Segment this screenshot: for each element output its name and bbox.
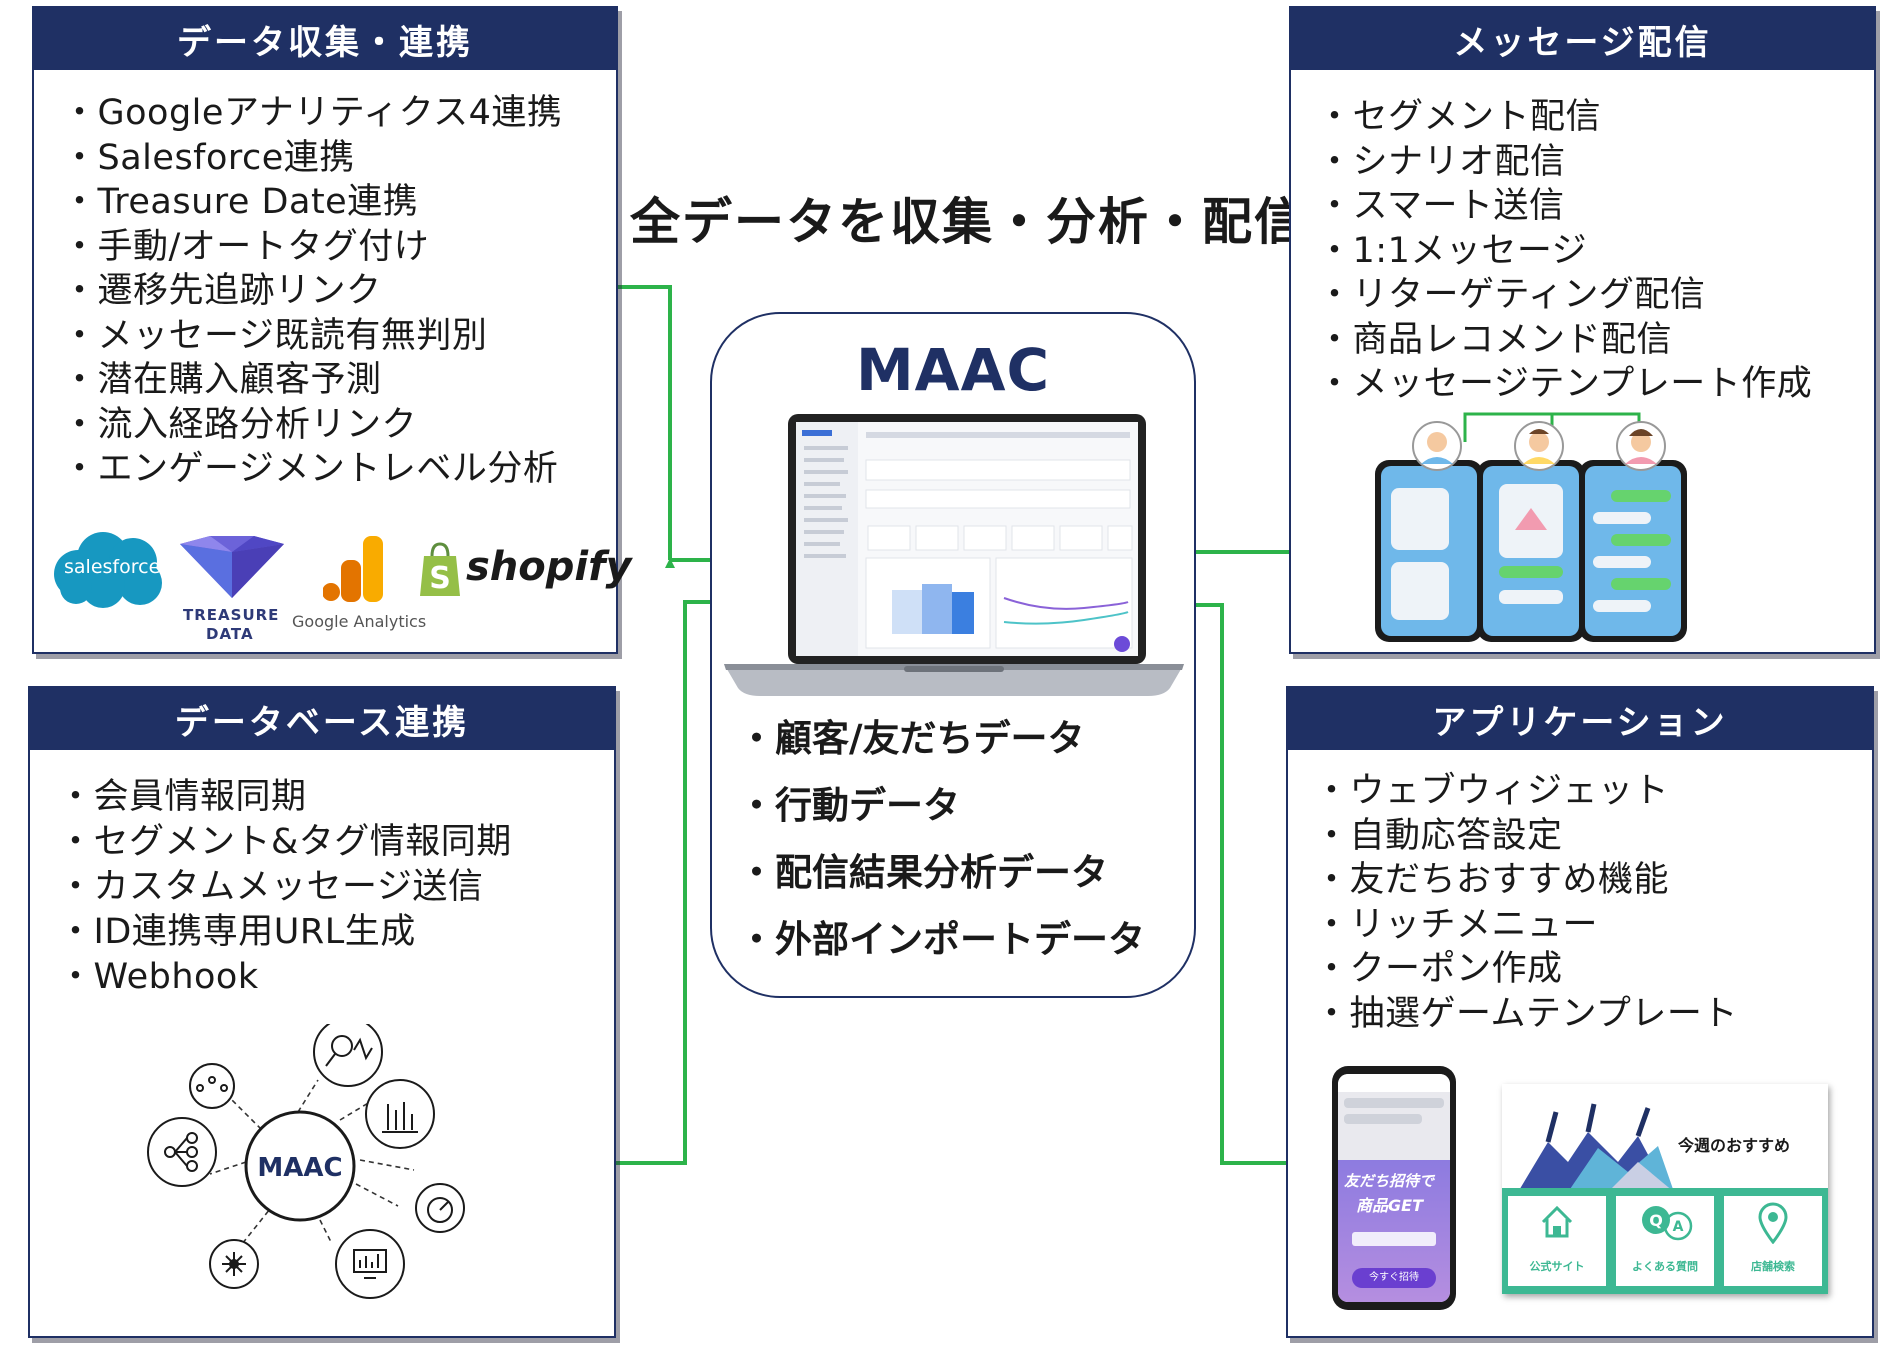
google-analytics-logo: [323, 536, 383, 602]
rich-menu-mockup: 今週のおすすめ 公式サイト Q A よくある質問: [1502, 1084, 1828, 1294]
maac-hub-diagram: MAAC: [147, 1024, 465, 1299]
list-item: 手動/オートタグ付け: [62, 229, 562, 275]
list-item: スマート送信: [1317, 189, 1812, 234]
home-icon: [1541, 1205, 1573, 1238]
list-item: 商品レコメンド配信: [1317, 322, 1812, 368]
list-item: 行動データ: [738, 787, 1145, 854]
list-item: セグメント配信: [1317, 100, 1812, 145]
map-pin-icon: [1758, 1202, 1788, 1244]
menu-item-label: 公式サイト: [1529, 1260, 1585, 1273]
feature-list: セグメント配信 シナリオ配信 スマート送信 1:1メッセージ リターゲティング配…: [1317, 100, 1812, 412]
maac-data-list: 顧客/友だちデータ 行動データ 配信結果分析データ 外部インポートデータ: [738, 720, 1145, 988]
maac-title: MAAC: [855, 336, 1051, 404]
list-item: 会員情報同期: [58, 780, 512, 825]
menu-title: 今週のおすすめ: [1678, 1136, 1791, 1155]
menu-item-store-search[interactable]: 店舗検索: [1724, 1196, 1822, 1286]
list-item: 自動応答設定: [1314, 818, 1738, 864]
bar-chart-icon: [365, 1079, 435, 1149]
qa-icon: Q A: [1642, 1206, 1693, 1241]
phone-mockup: 友だち招待で 商品GET 今すぐ招待: [1332, 1066, 1456, 1310]
panel-message-delivery: メッセージ配信 セグメント配信 シナリオ配信 スマート送信 1:1メッセージ リ…: [1289, 6, 1876, 654]
treasure-data-logo: [180, 536, 284, 598]
network-icon: [189, 1063, 235, 1109]
phones-illustration: [1375, 412, 1687, 642]
list-item: 友だちおすすめ機能: [1314, 863, 1738, 908]
gauge-icon: [415, 1183, 465, 1233]
list-item: 流入経路分析リンク: [62, 407, 562, 453]
menu-item-label: よくある質問: [1632, 1260, 1698, 1273]
list-item: エンゲージメントレベル分析: [62, 452, 562, 497]
promo-text-1: 友だち招待で: [1344, 1172, 1435, 1190]
salesforce-logo: [54, 532, 162, 608]
monitor-icon: [335, 1229, 405, 1299]
feature-list: Googleアナリティクス4連携 Salesforce連携 Treasure D…: [62, 96, 562, 497]
shopify-text: shopify: [466, 544, 632, 590]
list-item: 遷移先追跡リンク: [62, 274, 562, 319]
svg-text:Q: Q: [1649, 1211, 1663, 1230]
panel-title: アプリケーション: [1288, 688, 1872, 750]
panel-title: データベース連携: [30, 688, 614, 750]
list-item: 1:1メッセージ: [1317, 233, 1812, 279]
avatar-icon: [1412, 421, 1666, 471]
panel-database: データベース連携 会員情報同期 セグメント&タグ情報同期 カスタムメッセージ送信…: [28, 686, 616, 1338]
list-item: クーポン作成: [1314, 952, 1738, 997]
invite-button[interactable]: 今すぐ招待: [1352, 1268, 1436, 1288]
laptop-dashboard-illustration: [724, 414, 1184, 696]
panel-title: データ収集・連携: [34, 8, 616, 70]
panel-title: メッセージ配信: [1291, 8, 1874, 70]
hub-label: MAAC: [257, 1153, 342, 1183]
panel-data-collection: データ収集・連携 Googleアナリティクス4連携 Salesforce連携 T…: [32, 6, 632, 654]
svg-text:A: A: [1673, 1219, 1684, 1235]
feature-list: 会員情報同期 セグメント&タグ情報同期 カスタムメッセージ送信 ID連携専用UR…: [58, 780, 512, 1005]
list-item: 顧客/友だちデータ: [738, 720, 1145, 787]
google-analytics-text: Google Analytics: [292, 612, 427, 631]
people-illustration-icon: [1518, 1103, 1674, 1192]
feature-list: ウェブウィジェット 自動応答設定 友だちおすすめ機能 リッチメニュー クーポン作…: [1314, 774, 1738, 1041]
promo-text-2: 商品GET: [1356, 1196, 1423, 1215]
list-item: メッセージ既読有無判別: [62, 318, 562, 364]
list-item: セグメント&タグ情報同期: [58, 825, 512, 870]
list-item: 潜在購入顧客予測: [62, 363, 562, 408]
hub-circle: [244, 1110, 356, 1222]
treasure-data-text-1: TREASURE: [183, 606, 280, 624]
list-item: メッセージテンプレート作成: [1317, 367, 1812, 412]
treasure-data-text-2: DATA: [206, 625, 254, 643]
list-item: Webhook: [58, 960, 512, 1005]
panel-application: アプリケーション ウェブウィジェット 自動応答設定 友だちおすすめ機能 リッチメ…: [1286, 686, 1874, 1338]
list-item: リッチメニュー: [1314, 907, 1738, 953]
menu-item-official-site[interactable]: 公式サイト: [1508, 1196, 1606, 1286]
salesforce-logo-text: salesforce: [64, 556, 161, 578]
list-item: カスタムメッセージ送信: [58, 870, 512, 915]
list-item: シナリオ配信: [1317, 144, 1812, 190]
list-item: ID連携専用URL生成: [58, 915, 512, 960]
list-item: Googleアナリティクス4連携: [62, 96, 562, 141]
list-item: 外部インポートデータ: [738, 921, 1145, 988]
list-item: ウェブウィジェット: [1314, 774, 1738, 819]
list-item: 抽選ゲームテンプレート: [1314, 996, 1738, 1042]
list-item: リターゲティング配信: [1317, 278, 1812, 323]
maac-center-box: MAAC 顧客/友だちデータ 行動: [710, 312, 1196, 998]
shopify-bag-icon: S: [420, 542, 460, 596]
menu-item-label: 店舗検索: [1751, 1260, 1795, 1273]
headline: 全データを収集・分析・配信: [630, 193, 1306, 251]
svg-text:S: S: [429, 561, 451, 596]
menu-item-faq[interactable]: Q A よくある質問: [1616, 1196, 1714, 1286]
list-item: 配信結果分析データ: [738, 854, 1145, 921]
list-item: Salesforce連携: [62, 140, 562, 186]
list-item: Treasure Date連携: [62, 185, 562, 230]
